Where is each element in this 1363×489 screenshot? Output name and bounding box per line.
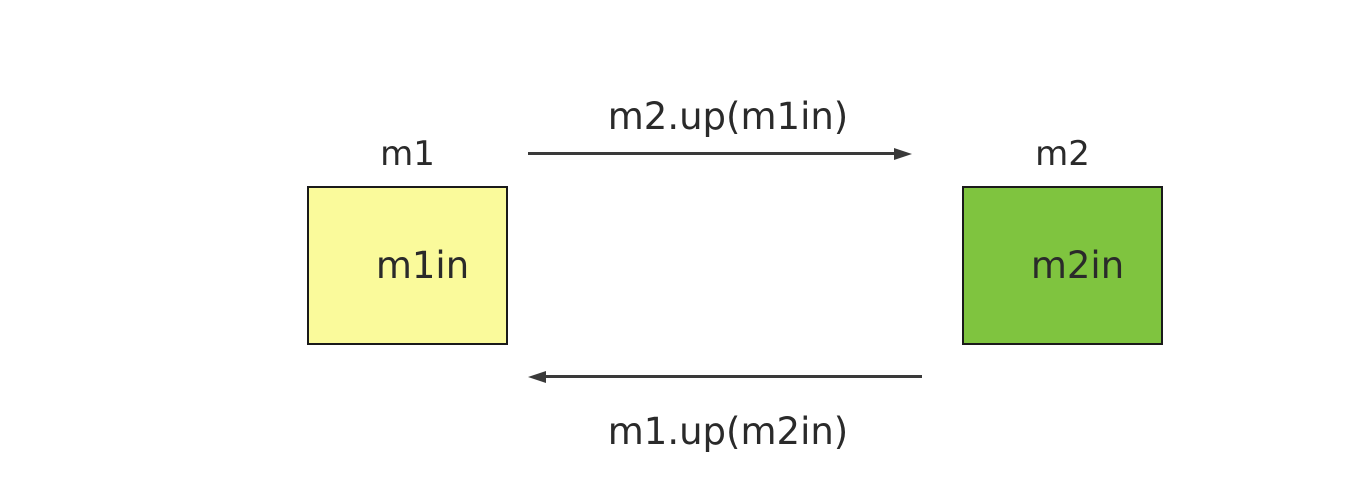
arrow-m1-up [528, 369, 922, 385]
node-m1-box: m1in [307, 186, 508, 345]
node-m1-title: m1 [380, 134, 435, 174]
node-m2-content-label: m2in [1030, 244, 1125, 287]
node-m1-content-label: m1in [375, 244, 470, 287]
arrow-m1-up-label: m1.up(m2in) [607, 410, 849, 453]
arrowhead-right-icon [894, 148, 912, 160]
node-m2-title: m2 [1035, 134, 1090, 174]
node-m2-box: m2in [962, 186, 1163, 345]
arrow-m2-up [528, 146, 912, 162]
arrow-m2-up-label: m2.up(m1in) [607, 95, 849, 138]
arrow-m2-up-line [528, 152, 898, 155]
arrowhead-left-icon [528, 371, 546, 383]
arrow-m1-up-line [542, 375, 922, 378]
